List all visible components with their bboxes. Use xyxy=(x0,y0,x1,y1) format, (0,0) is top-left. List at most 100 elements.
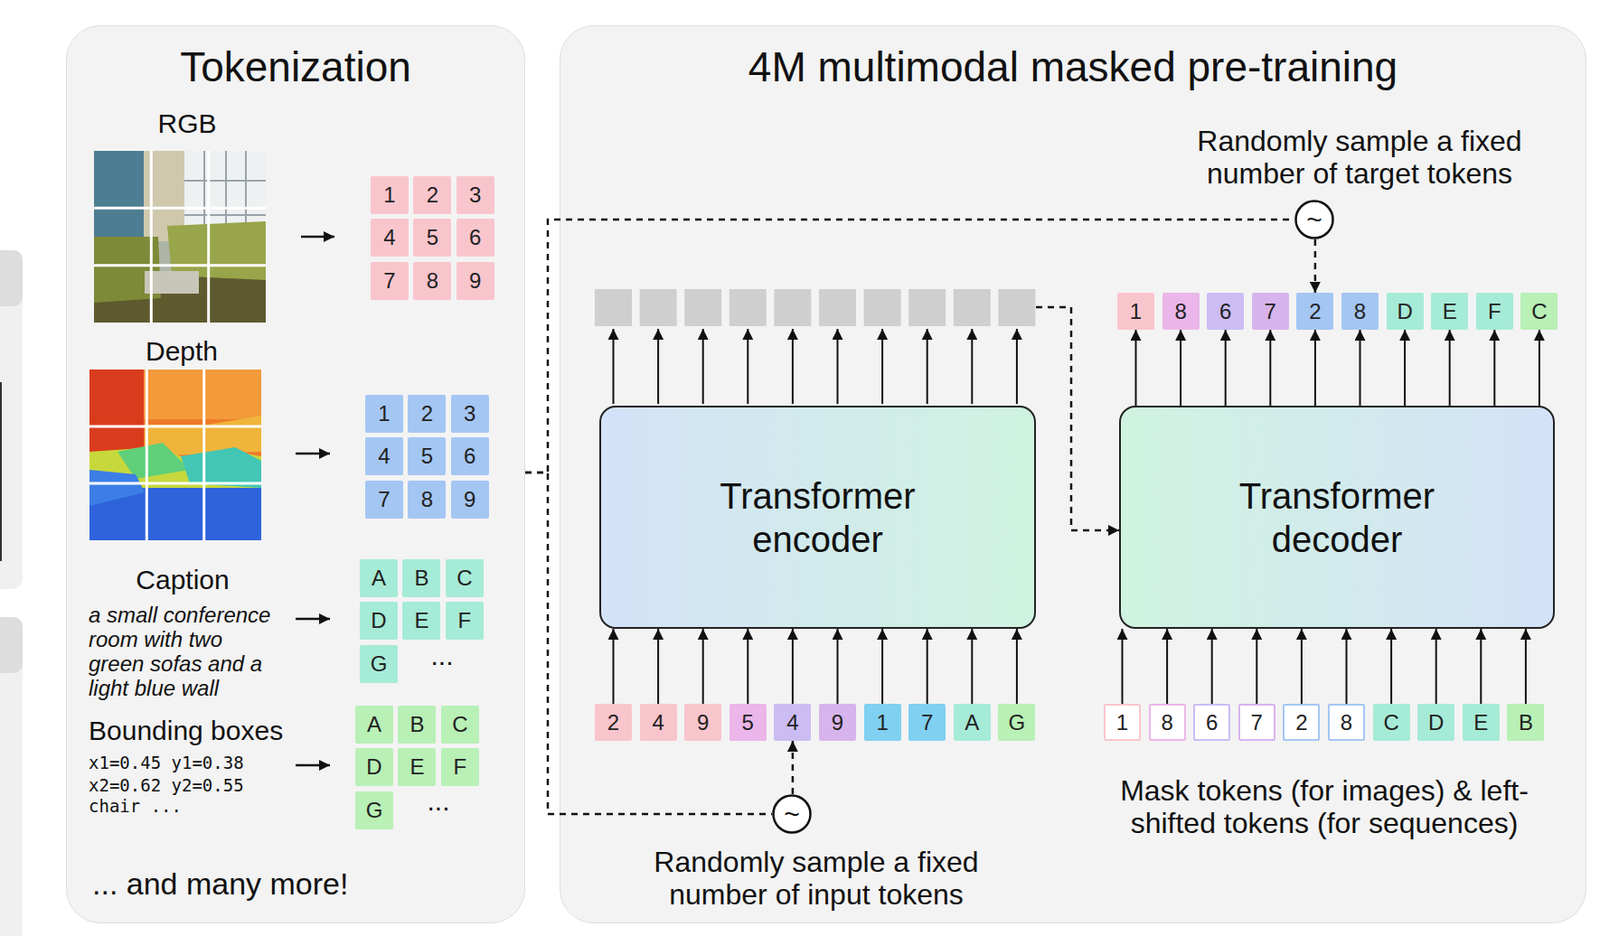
token-label: B xyxy=(409,714,424,736)
output-arrow xyxy=(881,329,884,405)
token-label: 2 xyxy=(421,403,433,425)
depth-map xyxy=(89,369,262,541)
output-token xyxy=(594,289,632,327)
token-label: 8 xyxy=(421,489,433,511)
sampler-circle: ~ xyxy=(1294,199,1335,240)
heading: Depth xyxy=(109,335,255,368)
arrow-connector xyxy=(702,629,705,705)
dashed-connector xyxy=(791,741,795,795)
transformer-box: Transformer decoder xyxy=(1119,405,1555,630)
arrow-connector xyxy=(791,629,794,705)
dashed-connector xyxy=(525,472,772,815)
token-box: C xyxy=(441,705,480,744)
token-box: 9 xyxy=(818,704,857,742)
arrow-connector xyxy=(1538,329,1541,406)
token-label: E xyxy=(414,610,429,632)
token-label: 9 xyxy=(696,712,709,735)
arrow-connector xyxy=(746,629,749,705)
output-arrow xyxy=(657,329,659,405)
token-box: G xyxy=(359,645,398,684)
token-label: 6 xyxy=(1219,301,1232,323)
output-token xyxy=(864,289,902,327)
token-box: C xyxy=(1373,704,1411,742)
token-label: 6 xyxy=(1205,712,1218,735)
token-label: A xyxy=(371,567,386,590)
token-label: 8 xyxy=(426,270,439,292)
encoder-output-arrows xyxy=(613,329,1017,405)
token-label: 8 xyxy=(1160,712,1173,735)
token-label: 1 xyxy=(377,403,390,425)
arrow-connector xyxy=(1403,329,1406,406)
token-box: F xyxy=(1476,292,1514,330)
sampler-symbol: ~ xyxy=(1306,206,1323,234)
token-label: E xyxy=(1473,712,1488,735)
token-box: B xyxy=(397,705,436,744)
token-box: 2 xyxy=(407,395,446,433)
token-label: 9 xyxy=(463,489,476,511)
arrow-connector xyxy=(1269,329,1271,406)
annotation: Mask tokens (for images) & left-shifted … xyxy=(1093,774,1555,840)
arrow-connector xyxy=(970,629,973,705)
token-box: 7 xyxy=(370,262,409,301)
depth-ground xyxy=(89,369,262,541)
arrow-connector xyxy=(1224,329,1227,406)
token-box: 1 xyxy=(864,704,902,742)
arrow-connector xyxy=(837,629,839,705)
arrow-connector xyxy=(926,629,929,705)
tokenize-arrow xyxy=(295,764,330,768)
token-box: 1 xyxy=(1117,292,1155,330)
arrow-connector xyxy=(1314,329,1317,406)
output-token xyxy=(818,289,857,327)
output-arrow xyxy=(1016,329,1018,405)
token-label: E xyxy=(409,756,424,779)
token-box: 2 xyxy=(1296,292,1334,330)
token-box: 4 xyxy=(773,704,811,742)
output-arrow xyxy=(746,329,749,405)
annotation: Randomly sample a fixed number of input … xyxy=(626,846,1007,912)
circle-shape xyxy=(773,796,811,834)
token-label: 5 xyxy=(421,445,433,468)
output-token xyxy=(729,289,767,327)
arrow-connector xyxy=(657,629,659,705)
arrow-connector xyxy=(1359,329,1362,406)
depth-region xyxy=(180,447,262,489)
tokenize-arrow xyxy=(301,235,335,239)
token-label: D xyxy=(370,610,386,632)
circle-shape xyxy=(1296,201,1334,239)
box-label: Transformer decoder xyxy=(1210,474,1464,562)
token-box: 8 xyxy=(407,480,446,519)
arrow-connector xyxy=(1524,629,1527,705)
token-label: C xyxy=(1531,301,1547,323)
token-label: 2 xyxy=(1295,712,1308,735)
token-label: 8 xyxy=(1174,301,1186,323)
patch-grid xyxy=(94,150,266,323)
token-label: 7 xyxy=(1251,712,1263,735)
depth-wall xyxy=(89,369,144,456)
token-box: D xyxy=(359,602,398,640)
token-box: E xyxy=(397,748,436,787)
footnote: ... and many more! xyxy=(92,865,436,904)
token-box: D xyxy=(1417,704,1455,742)
token-box: 6 xyxy=(1206,292,1244,330)
arrow-connector xyxy=(1121,629,1124,705)
box-coordinates: x2=0.62 y2=0.55 xyxy=(88,775,297,797)
arrow-connector xyxy=(881,629,884,705)
arrow-connector xyxy=(1016,629,1018,705)
token-box: 3 xyxy=(451,395,490,433)
box-class: chair ... xyxy=(88,796,297,818)
token-box: C xyxy=(445,559,484,598)
token-box: 1 xyxy=(1103,704,1141,742)
side-panel xyxy=(0,250,23,590)
output-token xyxy=(684,289,722,327)
token-box: 7 xyxy=(1251,292,1290,330)
token-box: 1 xyxy=(365,395,404,433)
heading: Bounding boxes xyxy=(88,715,324,748)
token-box: C xyxy=(1520,292,1558,330)
output-arrow xyxy=(612,329,615,405)
token-box: 8 xyxy=(1327,704,1365,742)
token-box: 7 xyxy=(1238,704,1276,742)
token-label: 9 xyxy=(469,270,481,292)
token-label: F xyxy=(457,610,471,632)
token-box: 9 xyxy=(456,262,495,301)
token-box: 4 xyxy=(365,437,404,476)
